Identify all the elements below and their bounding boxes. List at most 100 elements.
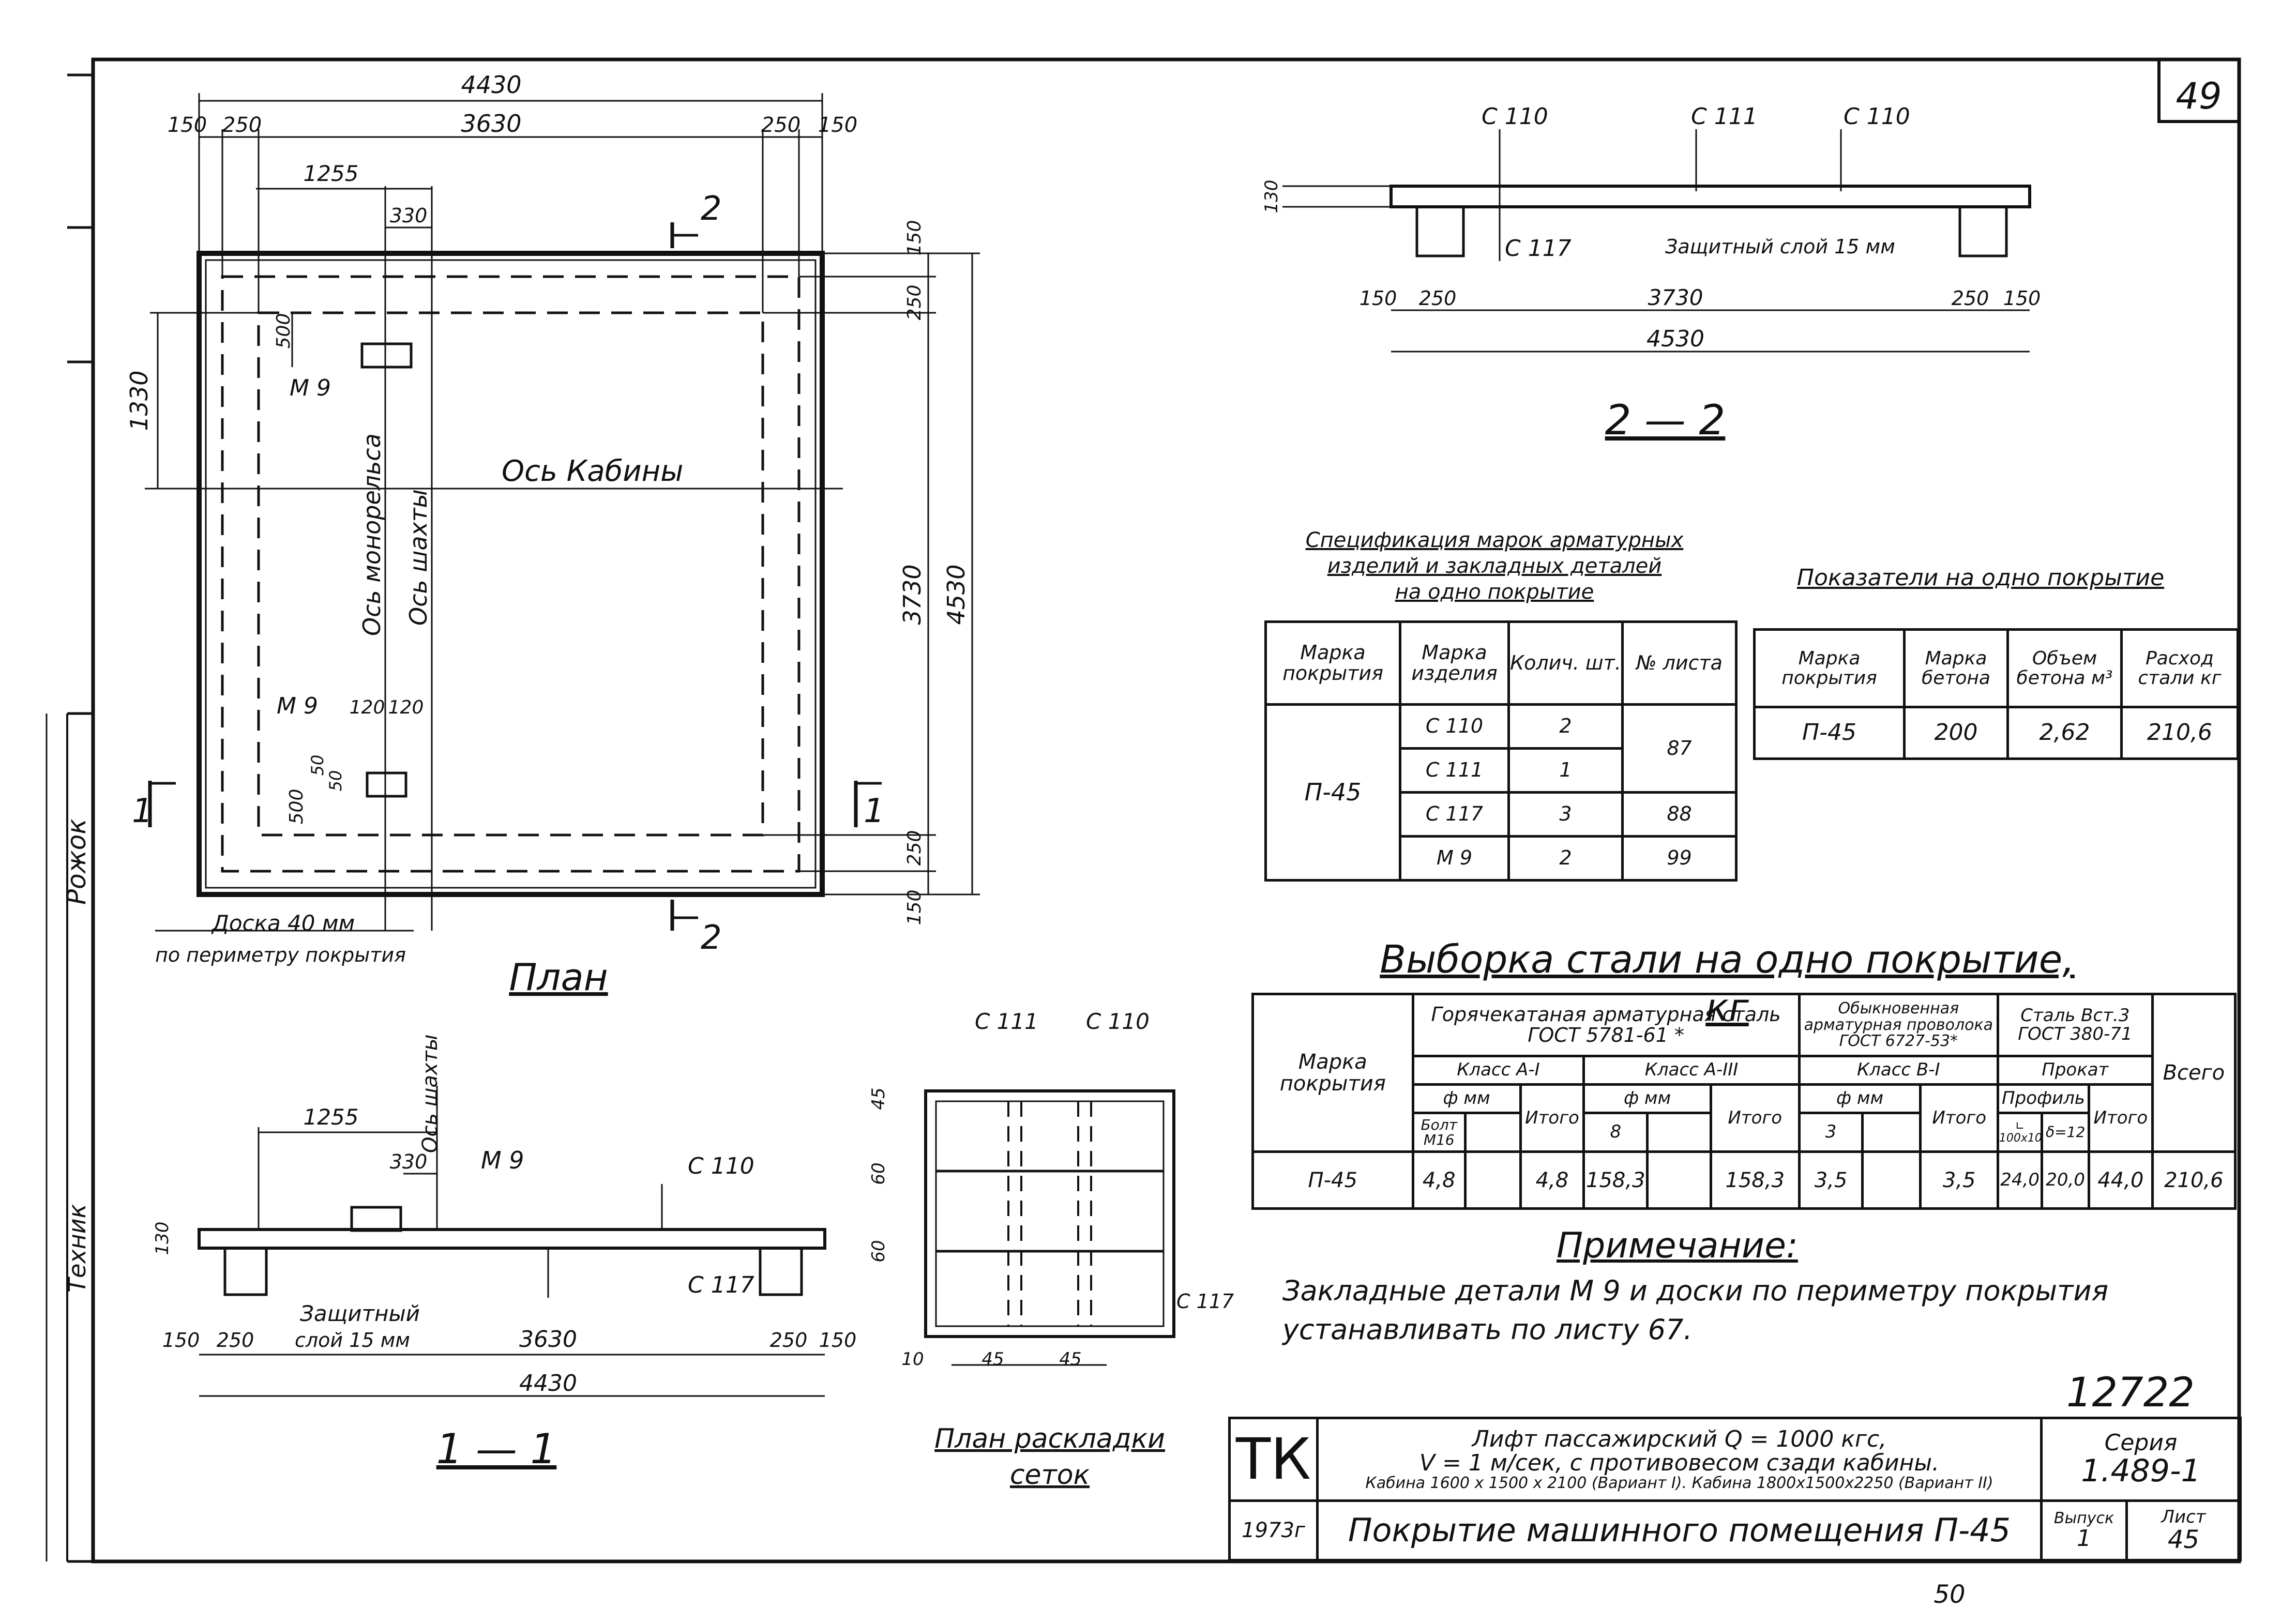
steel-group2-line-2: ГОСТ 6727-53* <box>1839 1032 1958 1051</box>
title-name: Покрытие машинного помещения П-45 <box>1316 1499 2043 1561</box>
section11-wall-right <box>759 1247 803 1296</box>
side-strip-role: Техник <box>63 1204 91 1293</box>
title-year: 1973г <box>1228 1499 1319 1561</box>
steel-mark-line-1: Марка <box>1298 1050 1367 1074</box>
mesh-plan-text: С 111 С 110 С 117 45 60 60 10 45 45 План… <box>868 1009 1234 1491</box>
section22-c110b: С 110 <box>1844 103 1910 130</box>
steel-bolt-line-2: М16 <box>1423 1131 1455 1148</box>
steel-d8: 8 <box>1582 1112 1649 1153</box>
title-description: Лифт пассажирский Q = 1000 кгс, V = 1 м/… <box>1316 1417 2043 1502</box>
section11-axis-shaft: Ось шахты <box>418 1035 442 1153</box>
steel-mark-line-2: покрытия <box>1279 1072 1386 1096</box>
spec-cover-mark: П-45 <box>1264 703 1401 882</box>
section11-d150a: 150 <box>162 1329 200 1352</box>
mesh-plan-view <box>924 1089 1175 1366</box>
section11-d4430: 4430 <box>519 1370 577 1397</box>
spec-header-qty: Колич. шт. <box>1507 620 1624 706</box>
steel-group3-line-1: Сталь Вст.3 <box>2020 1005 2130 1026</box>
note-line-2: устанавливать по листу 67. <box>1282 1313 1693 1346</box>
section11-d150b: 150 <box>819 1329 857 1352</box>
section-1-1-text: Ось шахты М 9 С 110 С 117 Защитный слой … <box>152 1035 856 1473</box>
section22-c117: С 117 <box>1505 235 1572 262</box>
title-sheet-cell: Лист 45 <box>2125 1499 2242 1561</box>
plan-dim-left250: 250 <box>222 113 262 137</box>
steel-group1-line-2: ГОСТ 5781-61 * <box>1528 1023 1684 1046</box>
spec-title-line-2: изделий и закладных деталей <box>1327 554 1662 578</box>
spec-header-item: Марка изделия <box>1399 620 1510 706</box>
spec-table-title: Спецификация марок арматурных изделий и … <box>1262 527 1727 605</box>
steel-group-vst3: Сталь Вст.3 ГОСТ 380-71 <box>1996 993 2154 1057</box>
section-2-2-view <box>1282 129 2031 353</box>
m9-bottom-detail <box>366 771 407 798</box>
spec-title-line-1: Спецификация марок арматурных <box>1305 528 1684 552</box>
plan-dim-r250-top: 250 <box>904 285 925 321</box>
ind-header-concrete: Марка бетона <box>1903 628 2009 708</box>
plan-dim-330: 330 <box>390 204 428 227</box>
spec-item: С 111 <box>1399 747 1510 794</box>
plan-dim-r150-bottom: 150 <box>904 890 925 925</box>
plan-dim-right250: 250 <box>761 113 800 137</box>
plan-board-note-1: Доска 40 мм <box>211 910 355 936</box>
steel-group1-line-1: Горячекатаная арматурная сталь <box>1431 1003 1781 1026</box>
steel-row-cell: 24,0 <box>1996 1150 2044 1210</box>
steel-class-a1: Класс А-I <box>1411 1055 1585 1086</box>
plan-dim-50a: 50 <box>308 755 327 776</box>
mesh-v60b: 60 <box>868 1240 889 1262</box>
steel-angle: ∟ 100х10 <box>1996 1112 2044 1153</box>
ind-cell: 2,62 <box>2006 706 2123 760</box>
steel-row-cell: 4,8 <box>1411 1150 1467 1210</box>
plan-dim-500-top: 500 <box>273 313 294 349</box>
section11-wall-left <box>223 1247 268 1296</box>
doc-number: 12722 <box>2066 1370 2195 1416</box>
title-desc-line-1: Лифт пассажирский Q = 1000 кгс, <box>1472 1425 1887 1452</box>
plan-labels: М 9 М 9 Ось Кабины Ось монорельса Ось ша… <box>132 190 885 999</box>
steel-bolt: Болт М16 <box>1411 1112 1467 1153</box>
section22-d250a: 250 <box>1419 287 1457 310</box>
steel-row-cell: 158,3 <box>1582 1150 1649 1210</box>
section11-m9: М 9 <box>481 1146 524 1174</box>
steel-rolled: Прокат <box>1996 1055 2154 1086</box>
title-series-value: 1.489-1 <box>2081 1453 2201 1490</box>
mesh-c111: С 111 <box>975 1009 1038 1034</box>
steel-row-cell: 210,6 <box>2151 1150 2237 1210</box>
title-issue-cell: Выпуск 1 <box>2040 1499 2128 1561</box>
title-sheet-value: 45 <box>2167 1525 2200 1554</box>
plan-outline <box>197 251 825 897</box>
steel-d3: 3 <box>1797 1112 1864 1153</box>
ind-header-volume: Объем бетона м³ <box>2006 628 2123 708</box>
section-1-right-mark: 1 <box>864 792 885 830</box>
mesh-plan-outline <box>924 1089 1175 1338</box>
steel-profile: Профиль <box>1996 1083 2091 1114</box>
section22-d3730: 3730 <box>1648 285 1703 310</box>
steel-phi2: ф мм <box>1582 1083 1712 1114</box>
side-strip: Рожок Техник <box>62 818 92 1293</box>
section11-slab <box>198 1228 826 1250</box>
plan-dim-3730: 3730 <box>898 564 926 625</box>
steel-row-cell: П-45 <box>1251 1150 1414 1210</box>
plan-dim-right150: 150 <box>818 113 857 137</box>
plan-dimensions: 4430 150 250 3630 250 150 1255 330 1330 … <box>125 71 970 925</box>
plan-view <box>145 93 980 932</box>
mesh-c117: С 117 <box>1176 1290 1234 1313</box>
section22-c110a: С 110 <box>1482 103 1548 130</box>
title-series-cell: Серия 1.489-1 <box>2040 1417 2242 1502</box>
title-logo: ТК <box>1228 1417 1319 1502</box>
mesh-h45b: 45 <box>1059 1349 1081 1370</box>
spec-sheet: 87 <box>1621 703 1738 794</box>
section11-d1255: 1255 <box>304 1104 359 1130</box>
mesh-caption-2: сеток <box>1010 1460 1090 1491</box>
section-2-bottom-mark: 2 <box>701 919 722 957</box>
plan-board-note-2: по периметру покрытия <box>155 944 406 966</box>
plan-m9-bottom-label: М 9 <box>277 693 318 719</box>
spec-item: С 117 <box>1399 791 1510 838</box>
section11-c117: С 117 <box>688 1272 754 1298</box>
title-sheet-label: Лист <box>2161 1506 2206 1527</box>
spec-sheet: 88 <box>1621 791 1738 838</box>
section11-d330: 330 <box>390 1150 428 1173</box>
indicators-table-title: Показатели на одно покрытие <box>1796 565 2165 591</box>
steel-angle-line-1: ∟ <box>2015 1119 2025 1133</box>
section11-d250b: 250 <box>770 1329 808 1352</box>
steel-header-mark: Марка покрытия <box>1251 993 1414 1153</box>
plan-caption: План <box>509 955 608 999</box>
steel-phi1: ф мм <box>1411 1083 1522 1114</box>
